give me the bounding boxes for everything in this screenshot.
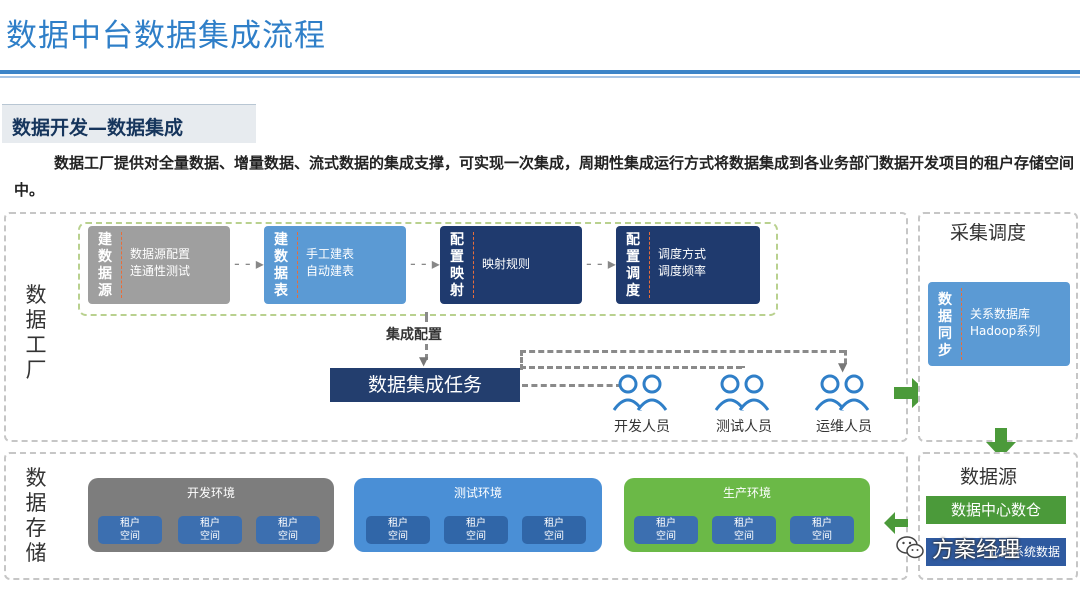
title-divider-thin [0, 76, 1080, 78]
data-center-warehouse[interactable]: 数据中心数仓 [926, 496, 1066, 524]
watermark: 方案经理 [896, 528, 1066, 568]
arrow-right-icon: - - ▸ [234, 254, 264, 273]
connector-line [520, 366, 742, 369]
step-text-line: Hadoop系列 [970, 324, 1041, 338]
step-key: 建数据表 [274, 232, 288, 299]
watermark-text: 方案经理 [932, 538, 1021, 563]
arrow-right-icon: - - ▸ [410, 254, 440, 273]
connector-line [425, 312, 428, 322]
step-create-table[interactable]: 建数据表 手工建表自动建表 [264, 226, 406, 304]
page-title: 数据中台数据集成流程 [6, 18, 326, 54]
step-separator [121, 232, 122, 298]
data-source-title: 数据源 [960, 466, 1018, 488]
dev-environment[interactable]: 开发环境 租户空间 租户空间 租户空间 [88, 478, 334, 552]
step-separator [649, 232, 650, 298]
tenant-space[interactable]: 租户空间 [98, 516, 162, 544]
data-storage-label: 数据存储 [25, 466, 47, 565]
step-key: 配置映射 [450, 232, 464, 299]
tenant-space[interactable]: 租户空间 [712, 516, 776, 544]
step-text-line: 连通性测试 [130, 264, 191, 278]
step-config-mapping[interactable]: 配置映射 映射规则 [440, 226, 582, 304]
arrow-down-icon: ▼ [838, 360, 848, 374]
business-system-data[interactable]: 业务系统数据 [926, 538, 1066, 566]
step-text: 映射规则 [482, 257, 531, 271]
tenant-space[interactable]: 租户空间 [444, 516, 508, 544]
connector-line [522, 384, 622, 387]
step-text-line: 数据源配置 [130, 247, 191, 261]
connector-line [425, 344, 428, 360]
title-divider [0, 70, 1080, 74]
step-text-line: 自动建表 [306, 264, 355, 278]
ops-label: 运维人员 [816, 419, 872, 435]
wechat-icon [896, 536, 924, 559]
step-text: 关系数据库 Hadoop系列 [970, 306, 1040, 340]
integration-config-label: 集成配置 [386, 327, 442, 343]
tester-people-icon [714, 374, 770, 411]
test-environment[interactable]: 测试环境 租户空间 租户空间 租户空间 [354, 478, 602, 552]
connector-line [520, 350, 845, 353]
tenant-space[interactable]: 租户空间 [366, 516, 430, 544]
description-text: 数据工厂提供对全量数据、增量数据、流式数据的集成支撑，可实现一次集成，周期性集成… [14, 154, 1075, 199]
arrow-left-icon [884, 512, 908, 534]
step-separator [297, 232, 298, 298]
step-separator [961, 288, 962, 360]
connector-line [520, 350, 523, 370]
step-text: 手工建表自动建表 [306, 246, 354, 280]
step-separator [473, 232, 474, 298]
data-sync-box[interactable]: 数据同步 关系数据库 Hadoop系列 [928, 282, 1070, 366]
ops-people-icon [814, 374, 870, 411]
env-name: 开发环境 [186, 486, 235, 500]
tester-label: 测试人员 [716, 419, 772, 435]
collect-schedule-title: 采集调度 [950, 222, 1027, 244]
tenant-space[interactable]: 租户空间 [522, 516, 586, 544]
step-text-line: 手工建表 [306, 247, 355, 261]
data-factory-label: 数据工厂 [25, 283, 47, 382]
arrow-down-icon [986, 428, 1016, 458]
connector-line [742, 366, 745, 368]
developer-label: 开发人员 [614, 419, 670, 435]
step-text: 调度方式调度频率 [658, 246, 706, 280]
prod-environment[interactable]: 生产环境 租户空间 租户空间 租户空间 [624, 478, 870, 552]
arrow-down-icon: ▼ [419, 354, 429, 368]
business-system-data-label: 业务系统数据 [987, 545, 1060, 559]
arrow-right-icon: - - ▸ [586, 254, 616, 273]
step-create-datasource[interactable]: 建数据源 数据源配置连通性测试 [88, 226, 230, 304]
step-text-line: 关系数据库 [970, 307, 1031, 321]
tenant-space[interactable]: 租户空间 [790, 516, 854, 544]
step-text-line: 调度频率 [658, 264, 707, 278]
step-key: 数据同步 [938, 292, 952, 359]
step-key: 建数据源 [98, 232, 112, 299]
developer-people-icon [612, 374, 668, 411]
step-key: 配置调度 [626, 232, 640, 299]
tenant-space[interactable]: 租户空间 [256, 516, 320, 544]
step-text-line: 调度方式 [658, 247, 707, 261]
integration-task-box[interactable]: 数据集成任务 [330, 368, 520, 402]
section-tab-label: 数据开发—数据集成 [12, 117, 184, 139]
step-text: 数据源配置连通性测试 [130, 246, 190, 280]
tenant-space[interactable]: 租户空间 [634, 516, 698, 544]
connector-line [844, 350, 847, 364]
pipeline-frame [78, 222, 778, 316]
tenant-space[interactable]: 租户空间 [178, 516, 242, 544]
env-name: 测试环境 [453, 486, 502, 500]
env-name: 生产环境 [722, 486, 771, 500]
step-config-schedule[interactable]: 配置调度 调度方式调度频率 [616, 226, 760, 304]
section-tab: 数据开发—数据集成 [2, 104, 256, 143]
